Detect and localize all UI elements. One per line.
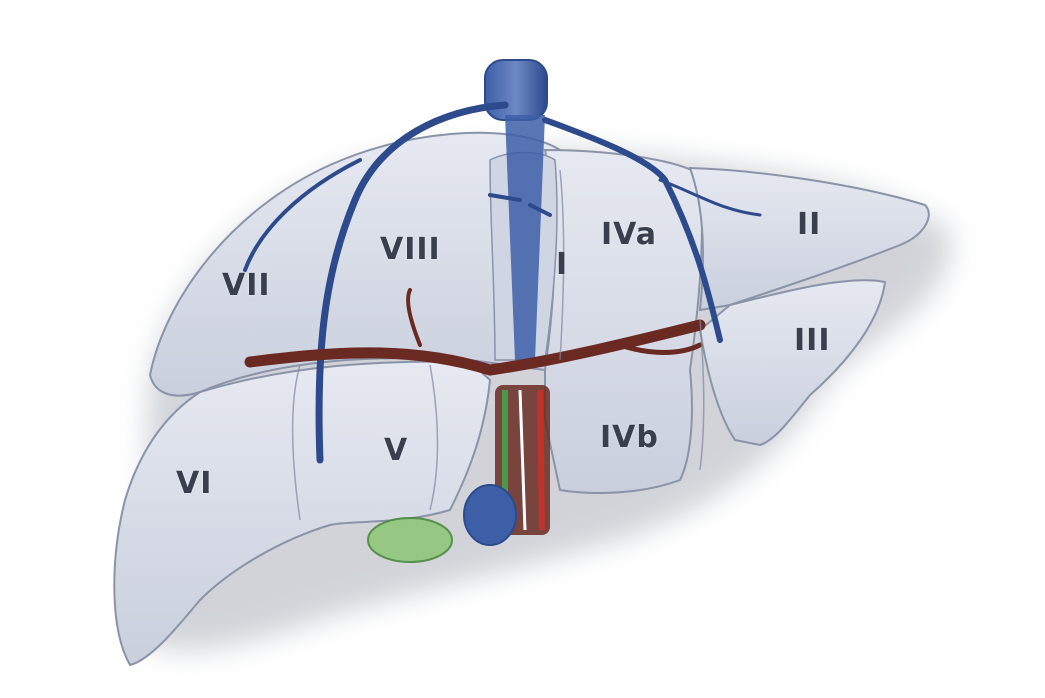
segment-label-vi: VI bbox=[176, 466, 212, 501]
segment-label-i: I bbox=[556, 247, 568, 282]
gallbladder bbox=[368, 518, 452, 562]
segment-label-iii: III bbox=[794, 323, 831, 358]
inferior-vena-cava bbox=[485, 60, 547, 120]
segment-label-ii: II bbox=[797, 207, 821, 242]
segment-label-viii: VIII bbox=[380, 232, 441, 267]
segment-label-vii: VII bbox=[222, 268, 271, 303]
segment-label-ivb: IVb bbox=[600, 420, 659, 455]
segment-label-v: V bbox=[384, 433, 408, 468]
segment-label-iva: IVa bbox=[601, 217, 657, 252]
